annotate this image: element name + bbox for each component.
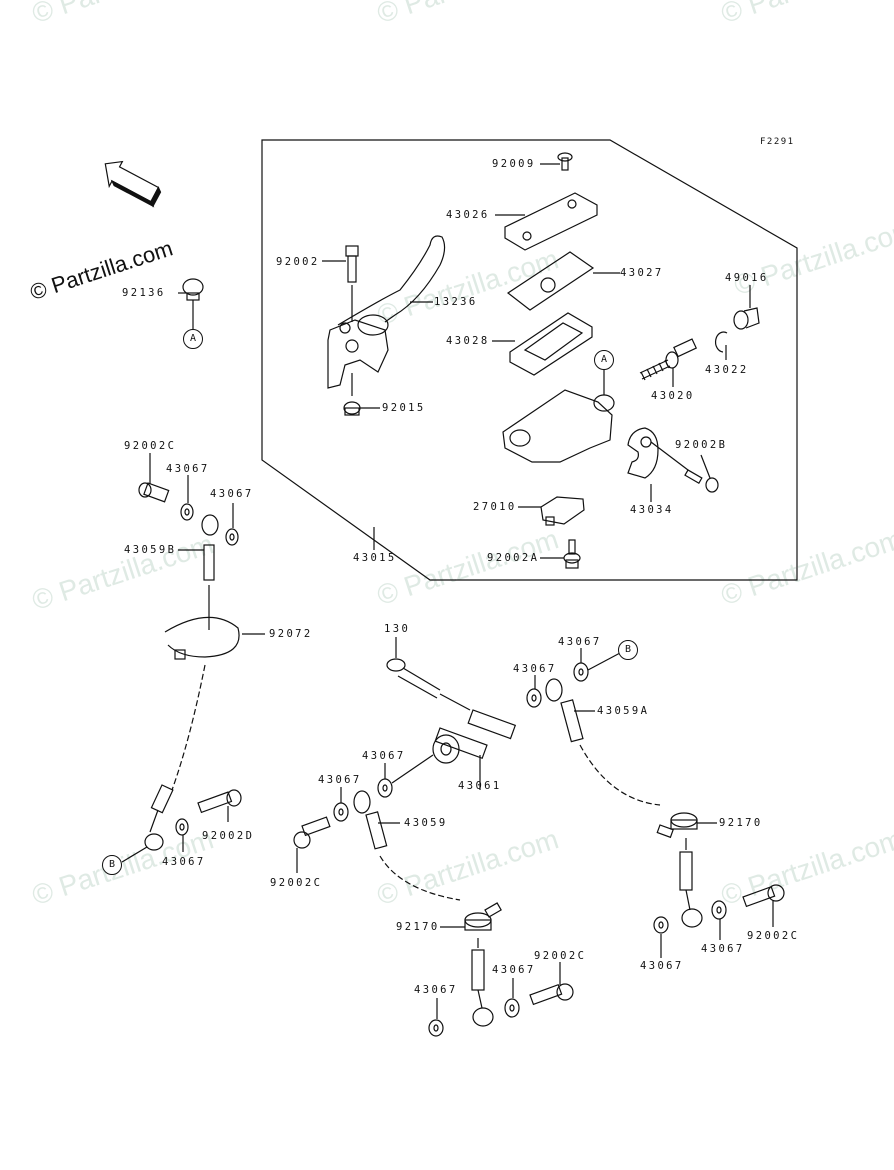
- callout-b: B: [102, 855, 122, 875]
- washer-part: [333, 787, 349, 822]
- part-label[interactable]: 43034: [630, 504, 674, 516]
- washer-part: [573, 648, 621, 682]
- screw-part: [540, 152, 573, 171]
- part-label[interactable]: 92170: [719, 817, 763, 829]
- bleeder-cap-part: [178, 278, 204, 330]
- part-label[interactable]: 92002C: [747, 930, 800, 942]
- brake-hose-part: [121, 784, 174, 863]
- part-label[interactable]: 43061: [458, 780, 502, 792]
- part-label[interactable]: 43059: [404, 817, 448, 829]
- switch-screw-part: [540, 539, 581, 569]
- banjo-bolt-part: [197, 789, 242, 822]
- part-label[interactable]: 92002C: [270, 877, 323, 889]
- front-arrow-icon: [104, 160, 162, 208]
- part-label[interactable]: 92009: [492, 158, 536, 170]
- brake-hose-part: [545, 678, 661, 806]
- part-label[interactable]: 43067: [318, 774, 362, 786]
- callout-a: A: [183, 329, 203, 349]
- part-label[interactable]: 92002C: [124, 440, 177, 452]
- flanged-bolt-part: [386, 637, 471, 711]
- banjo-bolt-part: [293, 816, 331, 873]
- reservoir-cap-part: [495, 192, 598, 251]
- washer-part: [526, 675, 542, 708]
- brake-lever-part: [327, 235, 446, 389]
- part-label[interactable]: 43059B: [124, 544, 177, 556]
- brake-hose-part: [471, 938, 494, 1027]
- callout-a: A: [594, 350, 614, 370]
- part-label[interactable]: 43015: [353, 552, 397, 564]
- washer-part: [504, 978, 520, 1018]
- part-label[interactable]: 43027: [620, 267, 664, 279]
- washer-part: [180, 475, 194, 521]
- hose-joint-part: [432, 709, 517, 790]
- nut-part: [343, 373, 380, 416]
- part-label[interactable]: 43028: [446, 335, 490, 347]
- banjo-bolt-part: [742, 884, 785, 927]
- brake-hose-part: [353, 790, 461, 901]
- part-label[interactable]: 43067: [701, 943, 745, 955]
- clamp-part: [656, 812, 717, 839]
- part-label[interactable]: 92002B: [675, 439, 728, 451]
- brake-hose-part: [679, 838, 703, 928]
- part-label[interactable]: 43067: [162, 856, 206, 868]
- part-label[interactable]: 43059A: [597, 705, 650, 717]
- part-label[interactable]: 43067: [558, 636, 602, 648]
- part-label[interactable]: 43067: [414, 984, 458, 996]
- part-label[interactable]: 43026: [446, 209, 490, 221]
- banjo-bolt-part: [529, 962, 574, 1006]
- washer-part: [175, 818, 189, 852]
- part-label[interactable]: 43067: [492, 964, 536, 976]
- banjo-bolt-part: [138, 453, 170, 503]
- part-label[interactable]: 43067: [210, 488, 254, 500]
- clamp-part: [627, 427, 689, 502]
- pivot-bolt-part: [322, 245, 359, 322]
- circlip-part: [714, 331, 728, 360]
- part-label[interactable]: 43067: [362, 750, 406, 762]
- washer-part: [653, 916, 669, 958]
- band-part: [164, 616, 265, 660]
- part-label[interactable]: 130: [384, 623, 411, 635]
- part-label[interactable]: 27010: [473, 501, 517, 513]
- assembly-outline: [261, 139, 798, 581]
- dust-boot-part: [733, 285, 760, 330]
- part-label[interactable]: 13236: [434, 296, 478, 308]
- part-label[interactable]: 43022: [705, 364, 749, 376]
- clamp-part: [440, 902, 502, 931]
- washer-part: [428, 998, 444, 1037]
- part-label[interactable]: 92136: [122, 287, 166, 299]
- brake-switch-part: [518, 496, 585, 526]
- figure-id: F2291: [760, 137, 795, 147]
- washer-part: [225, 503, 239, 546]
- part-label[interactable]: 92072: [269, 628, 313, 640]
- brake-hose-part: [171, 514, 219, 791]
- part-label[interactable]: 43020: [651, 390, 695, 402]
- diaphragm-part: [492, 312, 593, 376]
- part-label[interactable]: 92002D: [202, 830, 255, 842]
- callout-b: B: [618, 640, 638, 660]
- washer-part: [377, 754, 434, 798]
- part-label[interactable]: 92015: [382, 402, 426, 414]
- part-label[interactable]: 43067: [640, 960, 684, 972]
- plate-part: [506, 251, 620, 311]
- part-label[interactable]: 92170: [396, 921, 440, 933]
- clamp-bolt-part: [684, 454, 719, 493]
- part-label[interactable]: 43067: [513, 663, 557, 675]
- part-label[interactable]: 92002: [276, 256, 320, 268]
- piston-part: [639, 338, 698, 387]
- part-label[interactable]: 49016: [725, 272, 769, 284]
- part-label[interactable]: 92002A: [487, 552, 540, 564]
- washer-part: [711, 900, 727, 940]
- part-label[interactable]: 43067: [166, 463, 210, 475]
- part-label[interactable]: 92002C: [534, 950, 587, 962]
- master-cylinder-body-part: [502, 367, 615, 463]
